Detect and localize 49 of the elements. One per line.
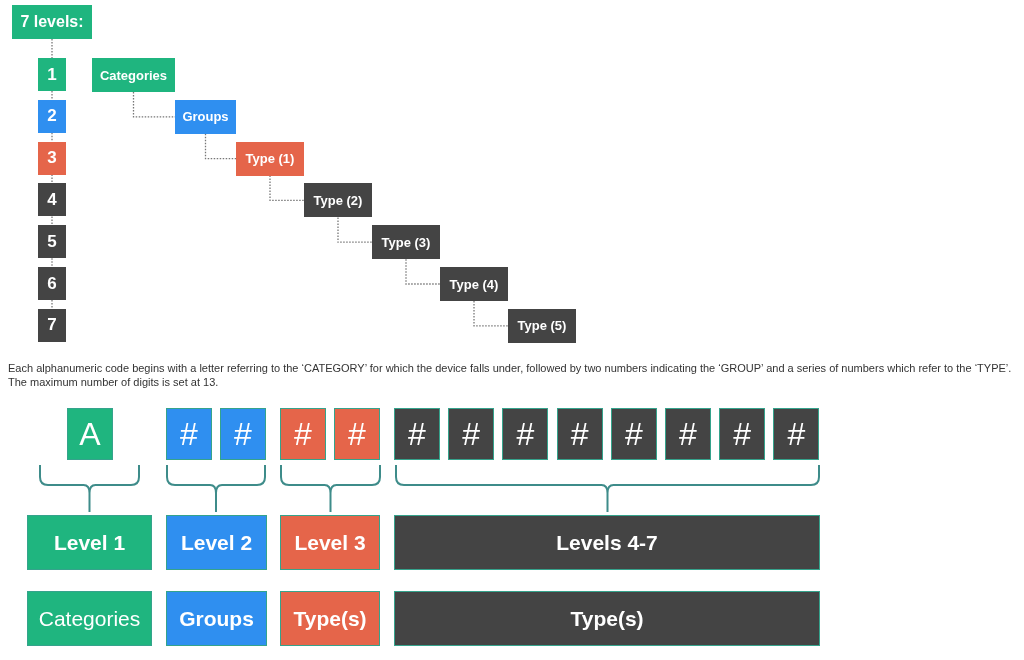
level-number-box: 3 xyxy=(38,141,66,175)
code-character-box: # xyxy=(220,408,266,460)
hierarchy-box: Categories xyxy=(92,58,175,92)
hierarchy-box: Type (5) xyxy=(508,308,576,343)
dotted-connector xyxy=(337,216,373,243)
dotted-connector xyxy=(473,300,509,327)
hierarchy-box: Type (4) xyxy=(440,267,508,301)
dotted-connector xyxy=(51,90,53,101)
dotted-connector xyxy=(269,174,305,202)
level-number-box: 5 xyxy=(38,225,66,259)
level-number-box: 2 xyxy=(38,99,66,133)
dotted-connector xyxy=(51,173,53,185)
dotted-connector xyxy=(405,258,441,285)
code-character-box: # xyxy=(448,408,495,460)
code-character-box: # xyxy=(719,408,766,460)
code-character-box: # xyxy=(280,408,326,460)
level-name-box: Categories xyxy=(27,591,152,646)
hierarchy-box: Type (2) xyxy=(304,183,372,218)
code-character-box: # xyxy=(610,408,657,460)
level-box: Level 3 xyxy=(280,515,380,570)
level-box: Levels 4-7 xyxy=(394,515,820,570)
level-name-box: Groups xyxy=(166,591,267,646)
hierarchy-box: Type (3) xyxy=(372,225,440,260)
code-character-box: # xyxy=(556,408,603,460)
level-number-box: 7 xyxy=(38,308,66,342)
code-character-box: # xyxy=(773,408,820,460)
hierarchy-box: Groups xyxy=(175,99,236,134)
dotted-connector xyxy=(204,133,237,160)
hierarchy-box: Type (1) xyxy=(236,141,304,176)
level-count-heading: 7 levels: xyxy=(12,5,92,39)
code-character-box: # xyxy=(502,408,549,460)
dotted-connector xyxy=(51,38,53,59)
description-paragraph: Each alphanumeric code begins with a letter referring to the ‘CATEGORY’ for which the device falls under, followed by two numbers indicating the ‘GROUP’ and a series of numbers which refer to the ‘TYPE’. The maximum number of digits is set at 13. xyxy=(8,361,1013,389)
dotted-connector xyxy=(51,299,53,310)
level-name-box: Type(s) xyxy=(280,591,380,646)
code-character-box: # xyxy=(394,408,440,460)
code-character-box: # xyxy=(166,408,212,460)
code-character-box: # xyxy=(334,408,380,460)
level-box: Level 2 xyxy=(166,515,267,570)
level-number-box: 4 xyxy=(38,183,66,217)
dotted-connector xyxy=(132,91,176,118)
dotted-connector xyxy=(51,215,53,226)
code-character-box: # xyxy=(665,408,711,460)
level-number-box: 6 xyxy=(38,267,66,300)
level-number-box: 1 xyxy=(38,58,66,91)
code-character-box: A xyxy=(67,408,113,460)
dotted-connector xyxy=(51,257,53,268)
level-name-box: Type(s) xyxy=(394,591,820,646)
level-box: Level 1 xyxy=(27,515,152,570)
